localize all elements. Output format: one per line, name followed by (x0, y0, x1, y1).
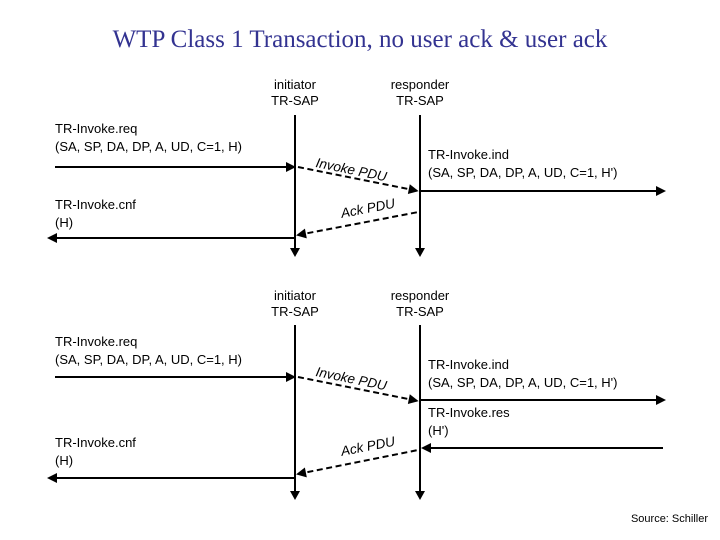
arrow-right-icon (656, 395, 666, 405)
responder-sap-label: TR-SAP (396, 93, 444, 108)
arrow-left-icon (295, 467, 307, 480)
primitive-params: (SA, SP, DA, DP, A, UD, C=1, H) (55, 139, 243, 154)
invoke-cnf-arrow-2 (47, 473, 295, 483)
invoke-res-label-2: TR-Invoke.res (H') (428, 404, 510, 440)
primitive-name: TR-Invoke.ind (428, 357, 509, 372)
invoke-req-label-1: TR-Invoke.req (SA, SP, DA, DP, A, UD, C=… (55, 120, 242, 156)
arrow-left-icon (295, 228, 307, 241)
arrow-left-icon (47, 473, 57, 483)
invoke-cnf-label-1: TR-Invoke.cnf (H) (55, 196, 136, 232)
responder-lifeline-2 (415, 325, 425, 500)
primitive-params: (H') (428, 423, 449, 438)
primitive-name: TR-Invoke.cnf (55, 435, 136, 450)
invoke-ind-label-2: TR-Invoke.ind (SA, SP, DA, DP, A, UD, C=… (428, 356, 617, 392)
primitive-params: (SA, SP, DA, DP, A, UD, C=1, H) (55, 352, 243, 367)
initiator-role-label: initiator (274, 77, 316, 92)
primitive-name: TR-Invoke.req (55, 121, 138, 136)
invoke-req-label-2: TR-Invoke.req (SA, SP, DA, DP, A, UD, C=… (55, 333, 242, 369)
primitive-params: (H) (55, 453, 74, 468)
lifeline-shaft (294, 115, 296, 249)
arrow-down-icon (290, 248, 300, 257)
arrow-right-icon (407, 394, 420, 407)
responder-role-label: responder (390, 77, 450, 92)
arrow-left-icon (421, 443, 431, 453)
page-title: WTP Class 1 Transaction, no user ack & u… (112, 26, 608, 53)
initiator-lifeline-2 (290, 325, 300, 500)
initiator-role-label: initiator (274, 288, 316, 303)
responder-lifeline-1 (415, 115, 425, 257)
primitive-name: TR-Invoke.req (55, 334, 138, 349)
primitive-name: TR-Invoke.res (428, 405, 510, 420)
invoke-ind-arrow-1 (421, 186, 666, 196)
invoke-pdu-label-1: Invoke PDU (314, 155, 389, 185)
source-credit: Source: Schiller (630, 513, 708, 525)
arrow-right-icon (286, 372, 296, 382)
invoke-req-arrow-2 (55, 372, 296, 382)
invoke-ind-arrow-2 (421, 395, 666, 405)
initiator-lifeline-1 (290, 115, 300, 257)
invoke-ind-label-1: TR-Invoke.ind (SA, SP, DA, DP, A, UD, C=… (428, 146, 617, 182)
responder-header-1: responder TR-SAP (355, 77, 485, 109)
arrow-left-icon (47, 233, 57, 243)
primitive-params: (SA, SP, DA, DP, A, UD, C=1, H') (428, 165, 618, 180)
invoke-req-arrow-1 (55, 162, 296, 172)
arrow-down-icon (290, 491, 300, 500)
lifeline-shaft (419, 115, 421, 249)
primitive-name: TR-Invoke.ind (428, 147, 509, 162)
arrow-right-icon (407, 184, 420, 197)
primitive-name: TR-Invoke.cnf (55, 197, 136, 212)
invoke-res-arrow-2 (421, 443, 663, 453)
invoke-cnf-arrow-1 (47, 233, 295, 243)
arrow-down-icon (415, 491, 425, 500)
primitive-params: (H) (55, 215, 74, 230)
initiator-sap-label: TR-SAP (271, 304, 319, 319)
responder-sap-label: TR-SAP (396, 304, 444, 319)
primitive-params: (SA, SP, DA, DP, A, UD, C=1, H') (428, 375, 618, 390)
arrow-down-icon (415, 248, 425, 257)
arrow-right-icon (286, 162, 296, 172)
arrow-right-icon (656, 186, 666, 196)
responder-role-label: responder (390, 288, 450, 303)
initiator-header-2: initiator TR-SAP (230, 288, 360, 320)
invoke-cnf-label-2: TR-Invoke.cnf (H) (55, 434, 136, 470)
initiator-header-1: initiator TR-SAP (230, 77, 360, 109)
responder-header-2: responder TR-SAP (355, 288, 485, 320)
initiator-sap-label: TR-SAP (271, 93, 319, 108)
